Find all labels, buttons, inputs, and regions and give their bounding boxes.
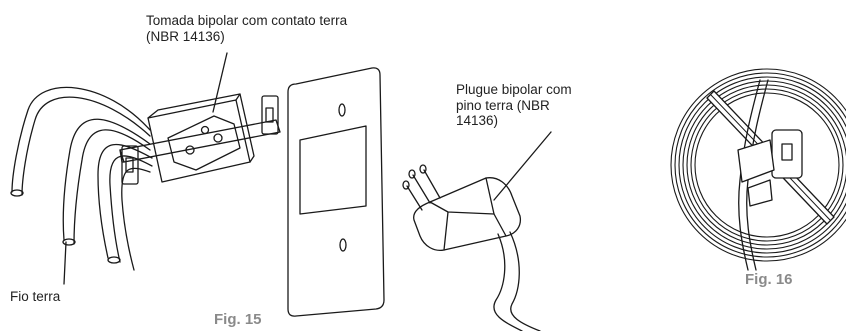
ground-wire-label: Fio terra [10, 289, 61, 304]
figure-15-caption: Fig. 15 [214, 311, 262, 328]
socket-label: Tomada bipolar com contato terra (NBR 14… [146, 13, 348, 44]
socket-icon [119, 93, 281, 185]
figure-16-caption: Fig. 16 [745, 271, 793, 288]
plug-label: Plugue bipolar com pino terra (NBR 14136… [456, 82, 572, 128]
prohibition-icon [670, 68, 846, 271]
ground-wires-icon [10, 86, 153, 271]
plug-icon [402, 164, 541, 331]
wall-plate-icon [287, 67, 385, 317]
